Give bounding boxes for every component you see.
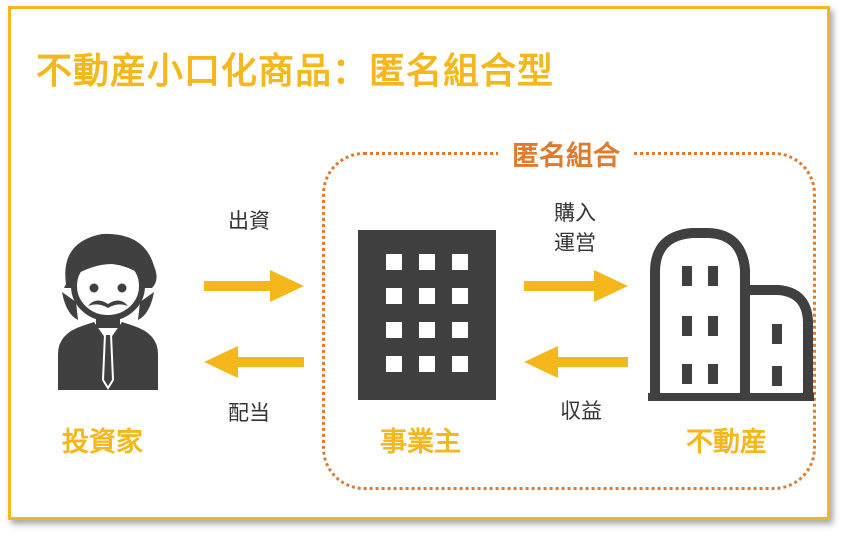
office-building-icon	[358, 230, 496, 400]
dividend-label: 配当	[228, 401, 270, 425]
invest-arrow	[204, 270, 304, 302]
investor-label: 投資家	[62, 427, 143, 458]
revenue-label: 収益	[560, 399, 602, 423]
purchase-label-line1: 購入	[554, 201, 596, 225]
purchase-arrow	[524, 270, 628, 302]
investor-person-icon	[58, 233, 158, 390]
dividend-arrow	[204, 346, 304, 378]
diagram-title: 不動産小口化商品：匿名組合型	[36, 51, 555, 92]
invest-label: 出資	[228, 209, 270, 233]
real-estate-buildings-icon	[648, 228, 814, 401]
purchase-label-line2: 運営	[554, 231, 596, 255]
operator-label: 事業主	[380, 427, 461, 458]
property-label: 不動産	[686, 427, 767, 458]
group-label: 匿名組合	[498, 134, 634, 173]
revenue-arrow	[524, 346, 628, 378]
